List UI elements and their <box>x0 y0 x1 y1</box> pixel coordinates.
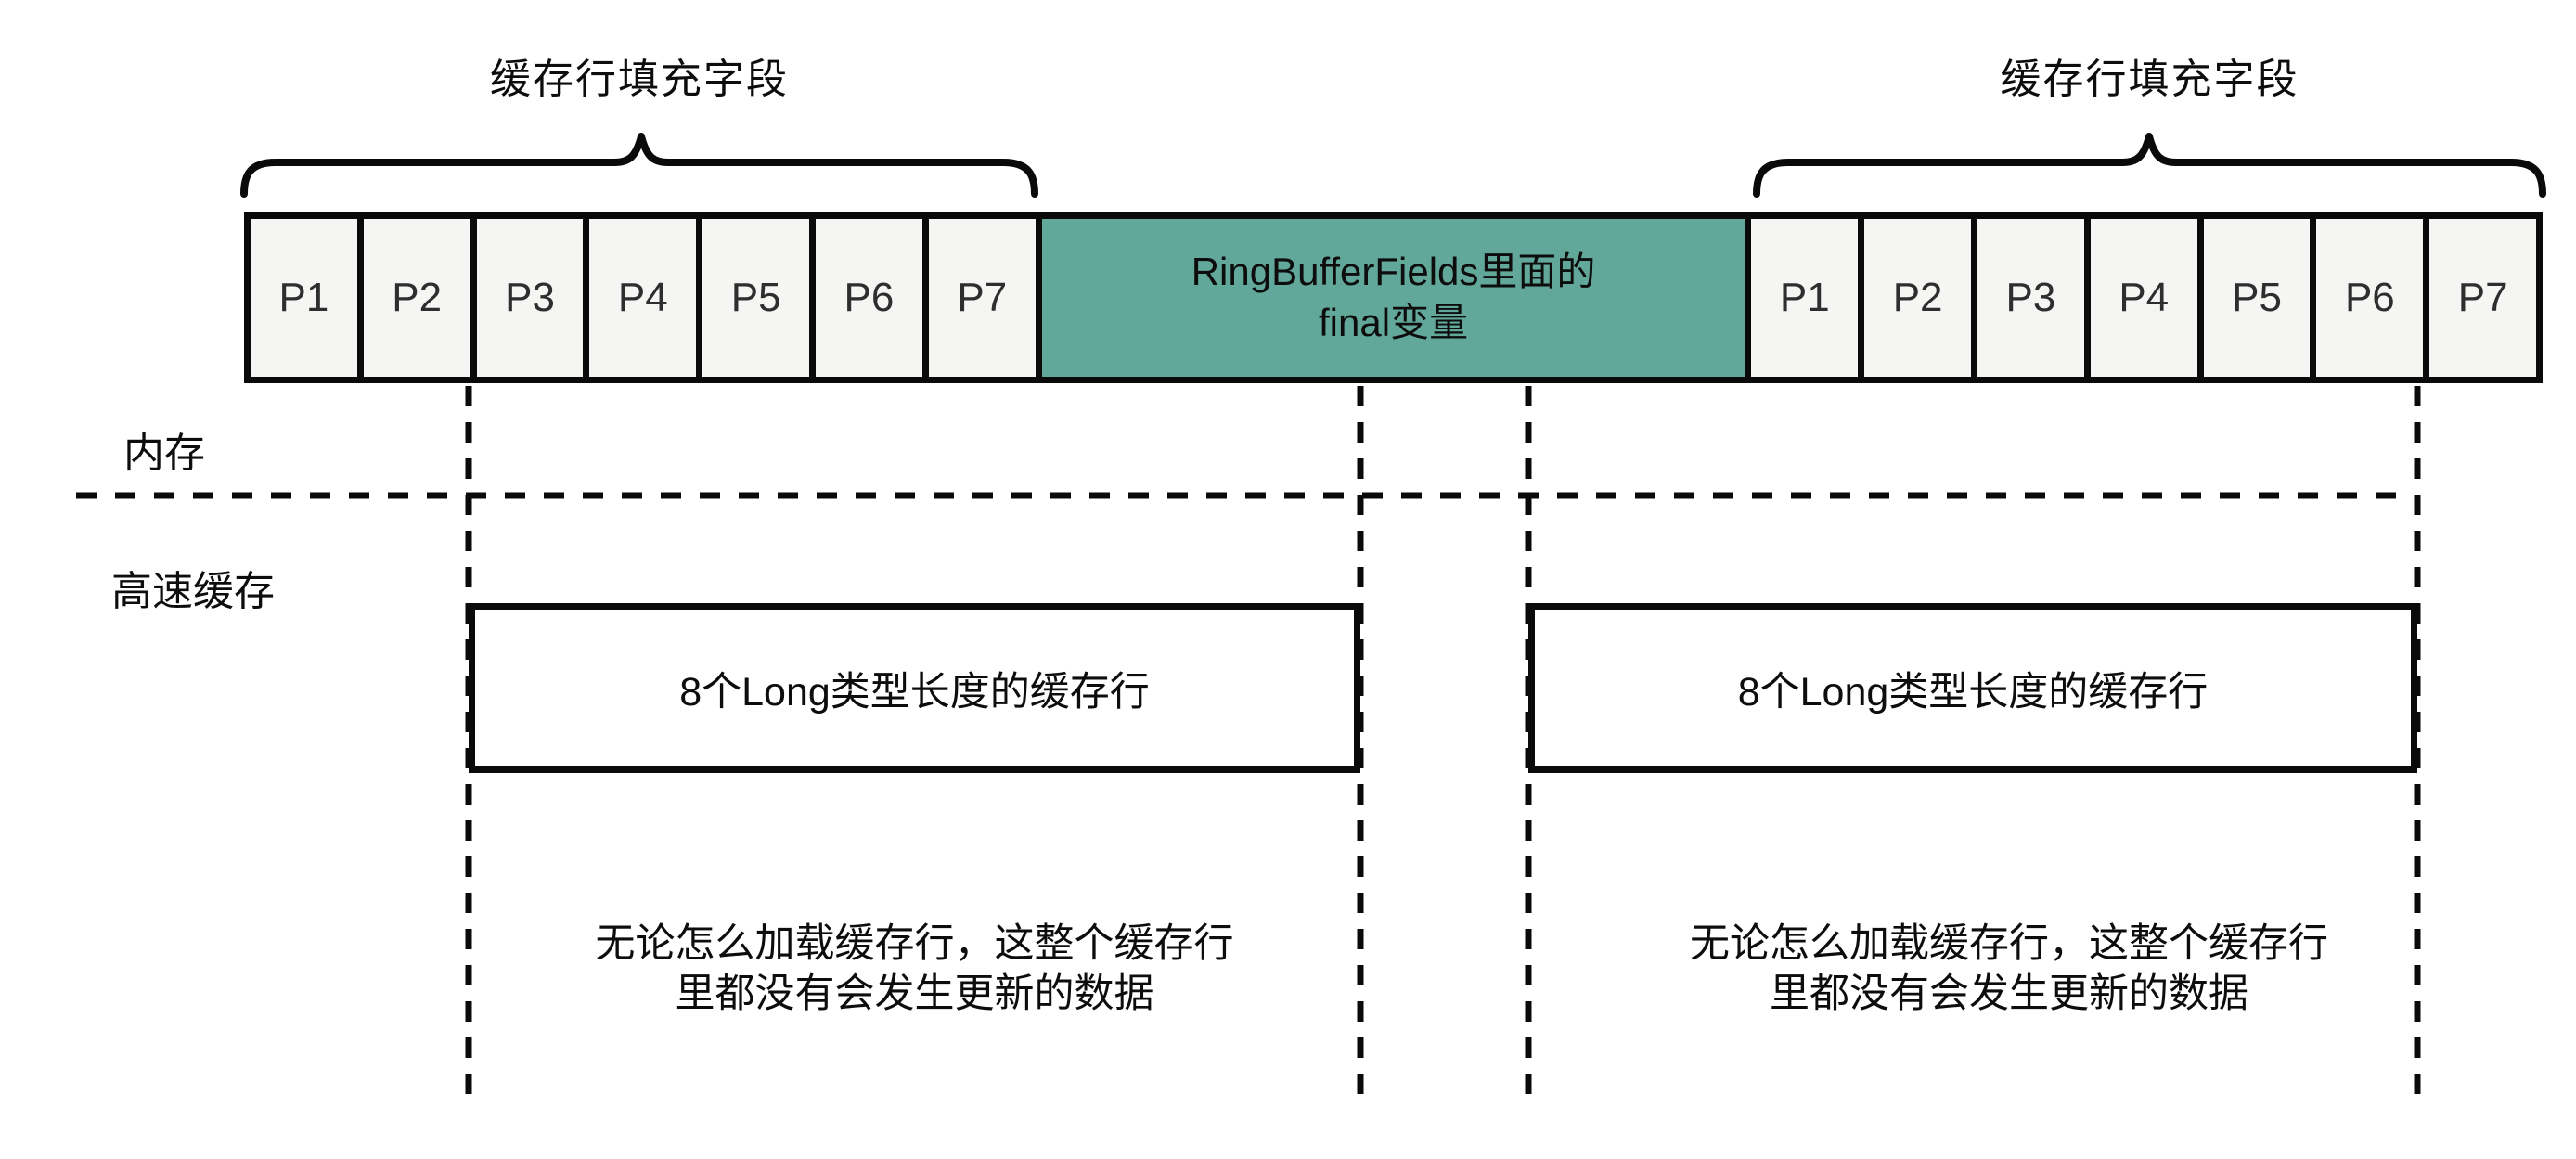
right-annotation-line2: 里都没有会发生更新的数据 <box>1770 972 2248 1017</box>
left-padding-cell-p2: P2 <box>356 219 470 377</box>
right-padding-label: 缓存行填充字段 <box>2000 57 2299 102</box>
right-padding-cell-p4: P4 <box>2083 219 2197 377</box>
cache-side-label: 高速缓存 <box>111 569 275 614</box>
left-padding-label: 缓存行填充字段 <box>490 57 789 102</box>
left-cacheline-annotation: 无论怎么加载缓存行，这整个缓存行 里都没有会发生更新的数据 <box>469 919 1360 1019</box>
left-padding-cell-p6: P6 <box>809 219 922 377</box>
left-padding-cell-p5: P5 <box>696 219 810 377</box>
left-annotation-line2: 里都没有会发生更新的数据 <box>675 972 1154 1017</box>
right-padding-cell-p3: P3 <box>1971 219 2084 377</box>
right-padding-cell-p1: P1 <box>1745 219 1859 377</box>
ringbuffer-final-fields-line1: RingBufferFields里面的 <box>1191 250 1596 294</box>
left-padding-cell-p7: P7 <box>921 219 1036 377</box>
memory-side-label: 内存 <box>123 431 205 476</box>
right-padding-cell-p2: P2 <box>1858 219 1972 377</box>
right-cacheline-box: 8个Long类型长度的缓存行 <box>1528 603 2417 773</box>
right-brace <box>1753 133 2546 198</box>
right-padding-cell-p7: P7 <box>2423 219 2537 377</box>
ringbuffer-final-fields-block: RingBufferFields里面的 final变量 <box>1035 219 1745 377</box>
left-padding-cell-p1: P1 <box>251 219 357 377</box>
left-padding-cell-p4: P4 <box>583 219 697 377</box>
right-annotation-line1: 无论怎么加载缓存行，这整个缓存行 <box>1690 921 2328 966</box>
left-annotation-line1: 无论怎么加载缓存行，这整个缓存行 <box>595 921 1234 966</box>
left-padding-cell-p3: P3 <box>470 219 584 377</box>
right-padding-cell-p5: P5 <box>2196 219 2311 377</box>
right-padding-cell-p6: P6 <box>2310 219 2424 377</box>
right-cacheline-annotation: 无论怎么加载缓存行，这整个缓存行 里都没有会发生更新的数据 <box>1578 919 2441 1019</box>
ringbuffer-final-fields-line2: final变量 <box>1319 301 1469 344</box>
left-brace <box>240 133 1038 198</box>
left-cacheline-box: 8个Long类型长度的缓存行 <box>469 603 1360 773</box>
memory-row: P1 P2 P3 P4 P5 P6 P7 RingBufferFields里面的… <box>244 212 2543 383</box>
